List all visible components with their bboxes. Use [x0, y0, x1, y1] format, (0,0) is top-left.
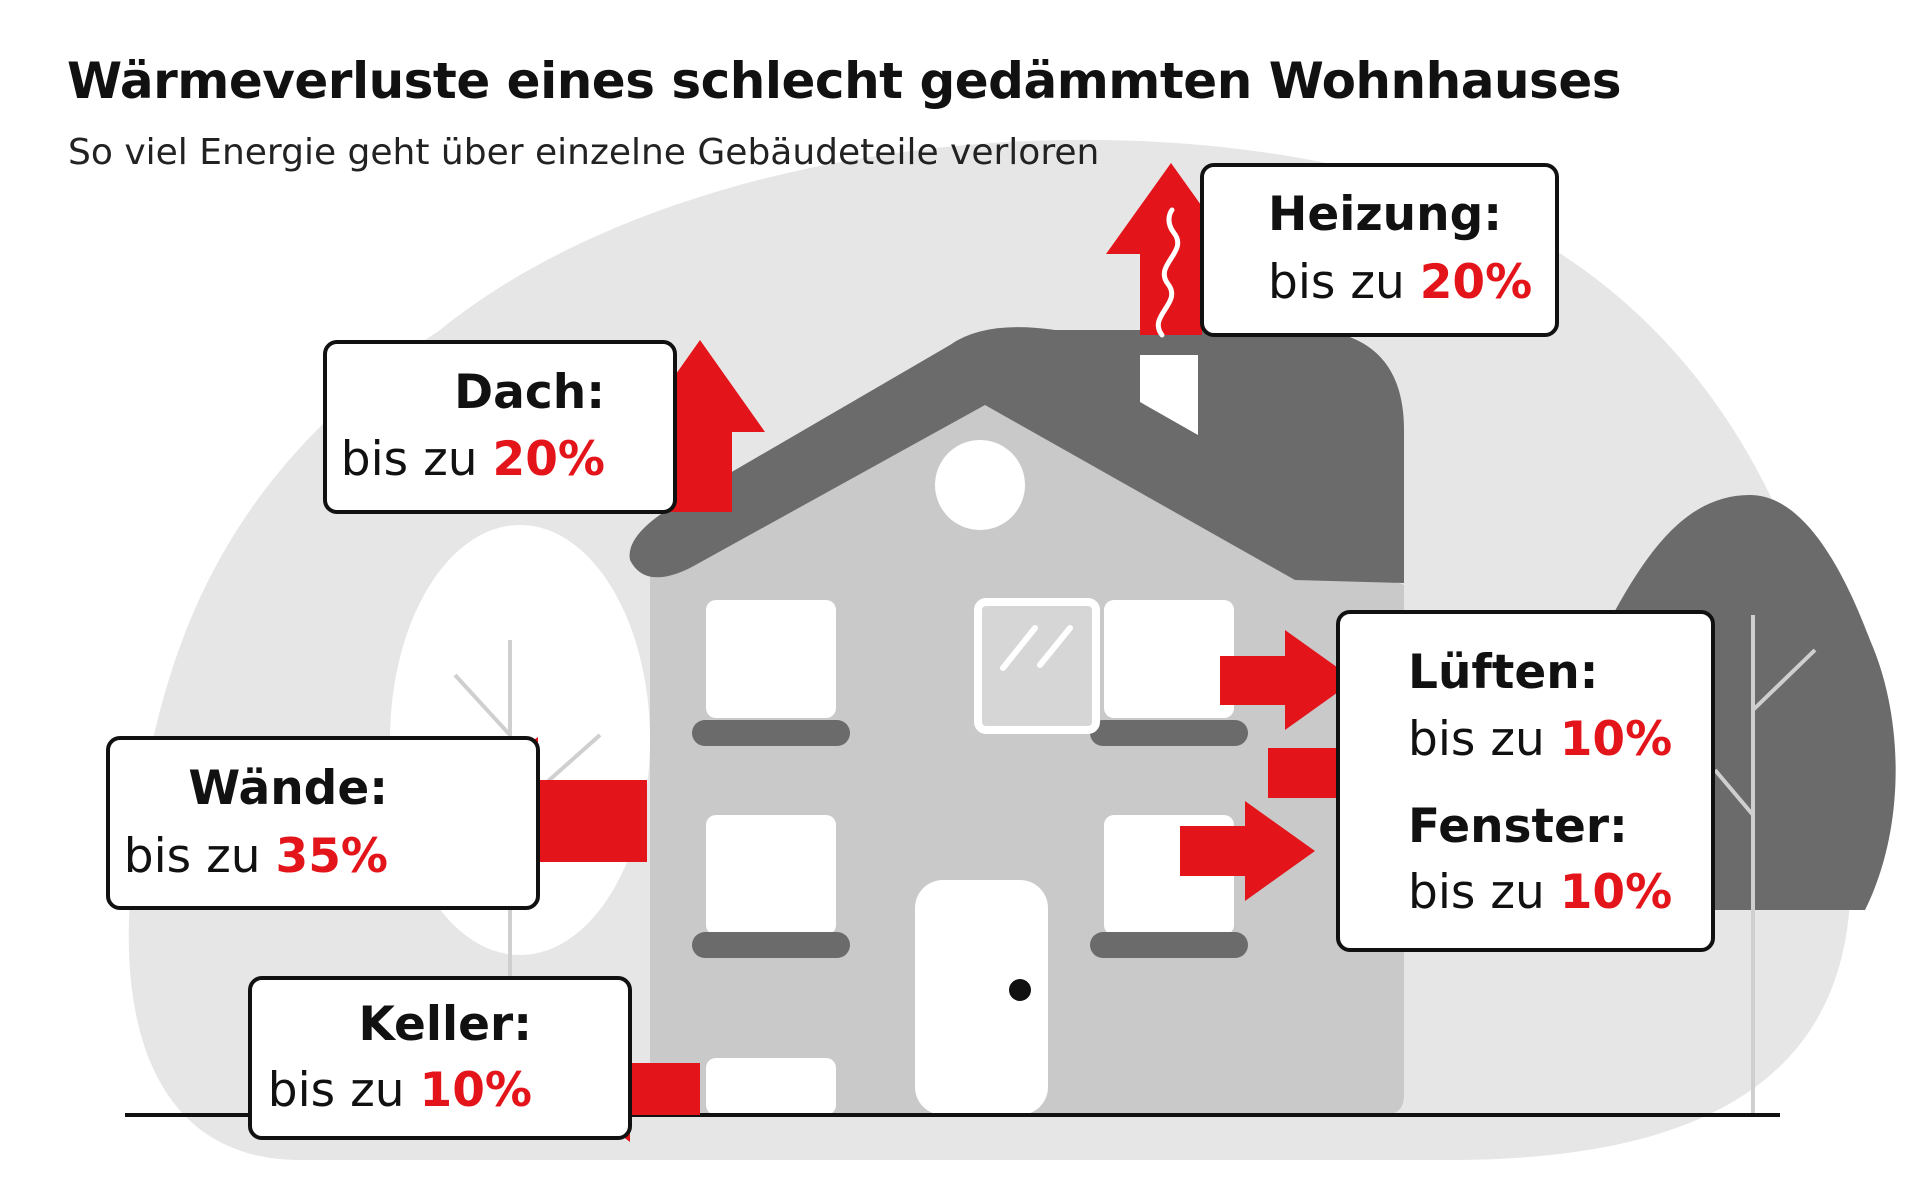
- label-prefix: bis zu: [124, 829, 261, 884]
- label-box: [248, 976, 632, 1140]
- window-sill: [692, 720, 850, 746]
- label-space: [261, 829, 276, 884]
- label-space: [1545, 865, 1560, 920]
- window-top-left: [706, 600, 836, 718]
- attic-window: [935, 440, 1025, 530]
- arrow-heizung: [1106, 163, 1236, 335]
- label-name: Heizung:: [1268, 187, 1502, 242]
- label-space: [405, 1063, 420, 1118]
- label-percent: 10%: [1560, 712, 1673, 767]
- label-box: [1336, 610, 1715, 952]
- label-value-line: bis zu 35%: [124, 829, 388, 884]
- window-basement: [706, 1058, 836, 1115]
- label-name: Wände:: [188, 761, 388, 816]
- label-lueften-fenster: Lüften: bis zu 10% Fenster: bis zu 10%: [1336, 610, 1715, 952]
- label-value-line: bis zu 10%: [1408, 865, 1672, 920]
- label-prefix: bis zu: [341, 432, 478, 487]
- windows: [706, 600, 1234, 1115]
- arrow-dach: [635, 340, 765, 512]
- label-name-fenster: Fenster:: [1408, 799, 1628, 854]
- window-middle-left: [706, 815, 836, 935]
- window-top-right: [1104, 600, 1234, 718]
- arrow-fenster: [1180, 801, 1315, 901]
- chimney: [1140, 355, 1198, 435]
- label-value-line: bis zu 10%: [1408, 712, 1672, 767]
- window-glare: [1000, 625, 1073, 671]
- roof: [629, 327, 1404, 583]
- label-value-line: bis zu 20%: [341, 432, 605, 487]
- label-percent: 20%: [1420, 255, 1533, 310]
- label-space: [1405, 255, 1420, 310]
- label-percent: 35%: [276, 829, 389, 884]
- label-prefix: bis zu: [1408, 712, 1545, 767]
- tree-right-branches: [1713, 615, 1817, 1115]
- window-sill: [1090, 932, 1248, 958]
- arrow-lueften: [1220, 630, 1355, 730]
- label-name: Dach:: [454, 365, 605, 420]
- label-prefix: bis zu: [1408, 865, 1545, 920]
- window-sill: [692, 932, 850, 958]
- label-keller: Keller: bis zu 10%: [248, 976, 632, 1140]
- door: [915, 880, 1048, 1115]
- label-percent: 10%: [1560, 865, 1673, 920]
- label-name: Keller:: [358, 997, 532, 1052]
- label-percent: 10%: [420, 1063, 533, 1118]
- label-percent: 20%: [493, 432, 606, 487]
- label-prefix: bis zu: [1268, 255, 1405, 310]
- label-box: [1200, 163, 1559, 337]
- window-sills: [692, 720, 1248, 958]
- label-value-line: bis zu 10%: [268, 1063, 532, 1118]
- label-value-line: bis zu 20%: [1268, 255, 1532, 310]
- label-space: [1545, 712, 1560, 767]
- label-dach: Dach: bis zu 20%: [323, 340, 677, 514]
- door-knob: [1009, 979, 1031, 1001]
- label-space: [478, 432, 493, 487]
- open-window: [974, 598, 1100, 734]
- window-sill: [1090, 720, 1248, 746]
- label-name-lueften: Lüften:: [1408, 645, 1598, 700]
- label-heizung: Heizung: bis zu 20%: [1200, 163, 1559, 337]
- label-prefix: bis zu: [268, 1063, 405, 1118]
- label-waende: Wände: bis zu 35%: [106, 736, 540, 910]
- page-title: Wärmeverluste eines schlecht gedämmten W…: [67, 52, 1622, 110]
- label-box: [323, 340, 677, 514]
- label-box: [106, 736, 540, 910]
- page-subtitle: So viel Energie geht über einzelne Gebäu…: [68, 132, 1100, 173]
- steam-icon: [1155, 207, 1181, 338]
